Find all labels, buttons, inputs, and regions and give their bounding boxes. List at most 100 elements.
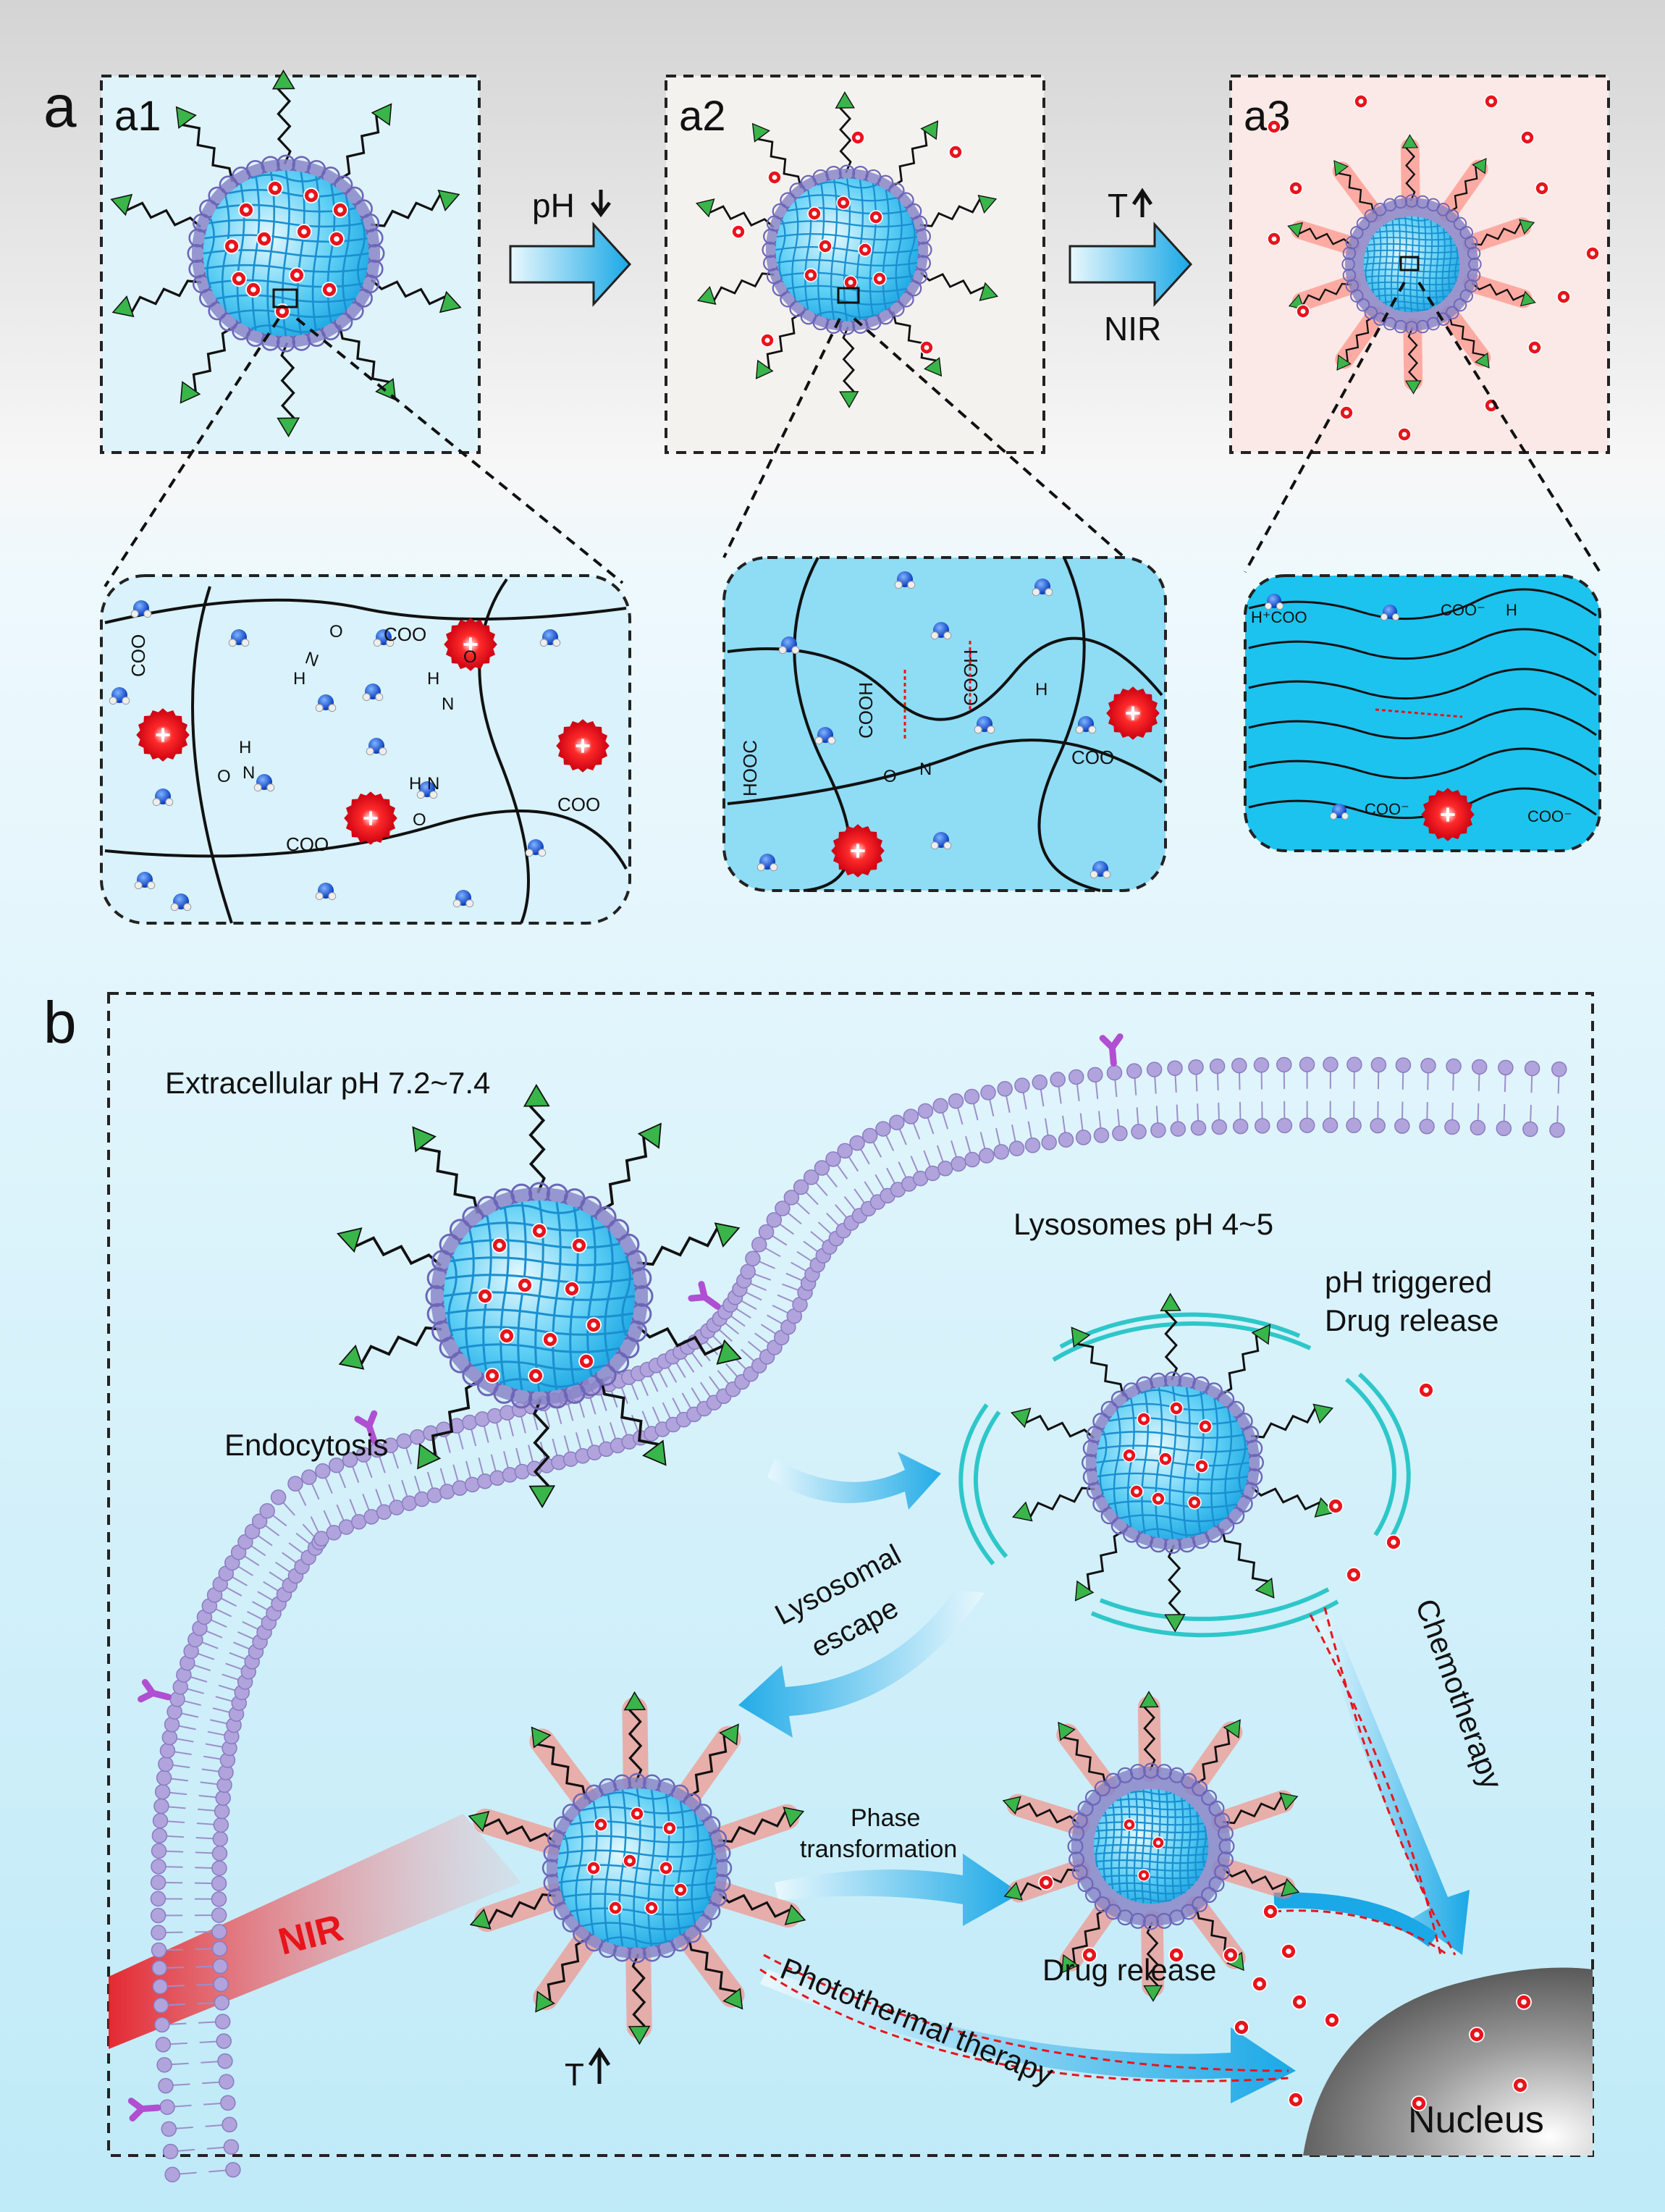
drug-molecule: [231, 271, 247, 287]
water-molecule: [930, 622, 952, 640]
drug-molecule: [1346, 1567, 1362, 1583]
free-drugs: [1038, 1382, 1532, 2111]
drug-molecule: [630, 1807, 644, 1821]
nanogel-group-a: [110, 70, 1600, 442]
drug-molecule: [623, 1854, 637, 1868]
drug-molecule: [673, 1883, 688, 1897]
drug-molecule: [1556, 290, 1571, 304]
drug-molecule: [1252, 1976, 1268, 1992]
n-label: N: [243, 763, 255, 783]
receptor-icon: [1099, 1033, 1124, 1067]
drug-molecule-large: [556, 719, 610, 773]
water-molecule: [756, 854, 778, 872]
t-up-label: T: [1108, 187, 1128, 224]
nir-beam: [109, 1814, 521, 2049]
drug-molecule: [1469, 2027, 1485, 2043]
drug-molecule: [1234, 2019, 1249, 2035]
drug-molecule: [1397, 427, 1412, 442]
drug-molecule: [1122, 1448, 1137, 1463]
drug-molecule: [571, 1237, 587, 1253]
drug-molecule-large: [1421, 788, 1475, 841]
nir-label: NIR: [1104, 310, 1161, 348]
drug-molecule: [531, 1223, 547, 1239]
water-molecule: [1032, 579, 1053, 597]
drug-molecule: [1194, 1459, 1209, 1473]
photothermal-arrow: [760, 1969, 1296, 2103]
drug-molecule: [1137, 1412, 1151, 1426]
hbond: [1375, 708, 1463, 718]
a1-label: a1: [114, 93, 161, 140]
h-label: H: [409, 774, 421, 794]
ph-triggered-label: pH triggered: [1325, 1265, 1492, 1299]
water-molecule: [416, 781, 438, 799]
drug-molecule-large: [1106, 686, 1160, 740]
drug-molecule: [1152, 1836, 1165, 1849]
o-label: O: [413, 810, 426, 830]
drug-molecule: [662, 1821, 677, 1835]
a2-label: a2: [679, 93, 726, 140]
water-molecule: [170, 893, 192, 912]
drug-molecule: [1169, 1401, 1184, 1416]
drug-molecule: [659, 1861, 673, 1875]
drug-molecule: [1339, 405, 1354, 420]
nanogel-escaped: [468, 1691, 806, 2045]
drug-molecule: [492, 1237, 507, 1253]
drug-molecule: [1535, 181, 1549, 195]
ph-down-label: pH: [532, 187, 575, 224]
h-label: H: [1506, 601, 1517, 619]
drug-molecule: [1223, 1947, 1239, 1963]
drug-molecule: [1516, 1994, 1532, 2010]
water-molecule: [894, 571, 916, 589]
drug-molecule: [256, 231, 272, 247]
nucleus: [1303, 1967, 1593, 2156]
receptor-icon: [138, 1678, 172, 1703]
water-molecule: [366, 738, 387, 756]
coo-label: COO: [286, 833, 329, 855]
n-label: N: [442, 694, 454, 714]
t-up-arrow-icon: [1131, 188, 1153, 217]
receptor-icon: [354, 1410, 378, 1444]
drug-molecule: [267, 180, 283, 196]
water-molecule: [778, 636, 800, 655]
panel-a-label: a: [43, 74, 77, 140]
nanogel-a3: [1287, 134, 1536, 395]
drug-molecule: [807, 206, 822, 221]
drug-molecule: [329, 231, 345, 247]
water-molecule: [130, 600, 152, 618]
drug-molecule: [919, 340, 934, 355]
drug-molecule: [1267, 232, 1281, 246]
drug-molecule: [731, 224, 746, 239]
panel-b-label: b: [43, 990, 77, 1056]
drug-molecule: [477, 1288, 493, 1304]
drug-molecule: [499, 1328, 515, 1344]
water-molecule: [1075, 716, 1097, 734]
drug-molecule: [869, 210, 883, 224]
drug-molecule: [1291, 1994, 1307, 2010]
drug-molecule: [1289, 181, 1303, 195]
drug-molecule: [1296, 304, 1310, 319]
coo-label: COO⁻: [1441, 601, 1485, 619]
drug-molecule: [1267, 119, 1281, 134]
endocytosis-label: Endocytosis: [224, 1428, 388, 1462]
lysosomal-escape-arrow: [738, 1589, 985, 1738]
phase-label: Phase: [851, 1804, 920, 1832]
drug-molecule: [245, 282, 261, 298]
o-label: O: [883, 767, 897, 786]
nir-arrow: [1068, 222, 1193, 307]
drug-molecule: [948, 145, 963, 159]
hooc-label: H⁺COO: [1251, 608, 1307, 626]
drug-molecule: [1411, 2095, 1427, 2111]
red-dashed-paths: [759, 1607, 1457, 2082]
o-label: O: [463, 647, 477, 667]
drug-molecule: [1354, 94, 1368, 109]
water-molecule: [373, 629, 395, 647]
drug-molecule: [1585, 246, 1600, 261]
h-label: H: [1035, 680, 1048, 699]
water-molecule: [362, 684, 384, 702]
drug-molecule: [858, 243, 872, 257]
o-label: O: [329, 622, 343, 642]
drug-molecule: [851, 130, 865, 145]
drug-molecule: [1288, 2092, 1304, 2108]
